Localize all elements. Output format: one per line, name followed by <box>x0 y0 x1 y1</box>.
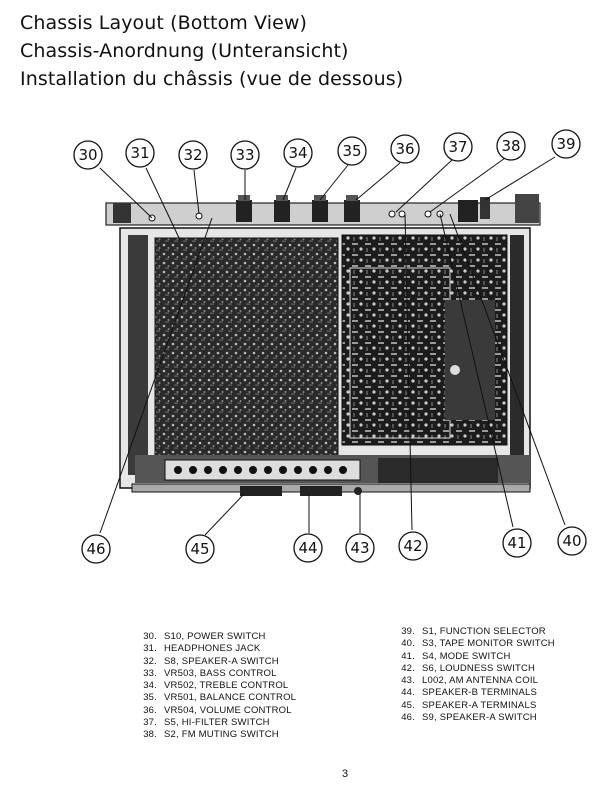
svg-text:30: 30 <box>78 146 97 164</box>
svg-text:43: 43 <box>350 539 369 557</box>
callout-33: 33 <box>230 140 260 170</box>
legend-right: 39.S1, FUNCTION SELECTOR 40.S3, TAPE MON… <box>394 626 555 724</box>
svg-text:36: 36 <box>395 140 414 158</box>
legend-item: 35.VR501, BALANCE CONTROL <box>143 692 297 704</box>
callout-42: 42 <box>398 531 428 561</box>
callouts-bottom: 46 45 44 43 42 41 40 <box>81 526 587 564</box>
legend-item: 34.VR502, TREBLE CONTROL <box>143 680 289 692</box>
callout-37: 37 <box>443 132 473 162</box>
svg-text:46: 46 <box>86 540 105 558</box>
callout-45: 45 <box>185 534 215 564</box>
title-english: Chassis Layout (Bottom View) <box>20 12 308 34</box>
callout-44: 44 <box>293 533 323 563</box>
page-titles: Chassis Layout (Bottom View) Chassis-Ano… <box>20 9 403 93</box>
legend-item: 39.S1, FUNCTION SELECTOR <box>401 626 546 637</box>
svg-text:40: 40 <box>562 532 581 550</box>
svg-text:32: 32 <box>183 146 202 164</box>
svg-text:45: 45 <box>190 540 209 558</box>
legend-item: 30.S10, POWER SWITCH <box>143 631 266 642</box>
legend-item: 31.HEADPHONES JACK <box>143 643 261 655</box>
callout-39: 39 <box>551 129 581 159</box>
title-german: Chassis-Anordnung (Unteransicht) <box>20 40 349 62</box>
title-french: Installation du châssis (vue de dessous) <box>20 68 404 90</box>
legend-item: 38.S2, FM MUTING SWITCH <box>143 729 279 741</box>
callout-41: 41 <box>502 528 532 558</box>
legend-item: 36.VR504, VOLUME CONTROL <box>143 704 292 716</box>
legend-item: 33.VR503, BASS CONTROL <box>143 667 277 679</box>
svg-text:35: 35 <box>342 142 361 160</box>
legend-item: 41.S4, MODE SWITCH <box>401 650 511 662</box>
callout-31: 31 <box>125 138 155 168</box>
svg-text:39: 39 <box>556 135 575 153</box>
page-number: 3 <box>342 768 349 780</box>
svg-text:31: 31 <box>130 144 149 162</box>
legend-item: 44.SPEAKER-B TERMINALS <box>401 687 538 699</box>
svg-text:42: 42 <box>403 537 422 555</box>
svg-text:34: 34 <box>288 144 307 162</box>
svg-text:41: 41 <box>507 534 526 552</box>
legend-item: 40.S3, TAPE MONITOR SWITCH <box>401 638 555 650</box>
leader-lines <box>99 156 566 536</box>
callout-32: 32 <box>178 140 208 170</box>
legend-item: 46.S9, SPEAKER-A SWITCH <box>401 712 537 724</box>
callout-40: 40 <box>557 526 587 556</box>
callouts-top: 30 31 32 33 34 35 36 37 38 39 <box>73 129 581 170</box>
callout-30: 30 <box>73 140 103 170</box>
legend-item: 45.SPEAKER-A TERMINALS <box>401 699 537 711</box>
callout-34: 34 <box>283 138 313 168</box>
chassis-body <box>119 227 531 496</box>
legend-left: 30.S10, POWER SWITCH 31.HEADPHONES JACK … <box>136 631 296 742</box>
callout-38: 38 <box>496 131 526 161</box>
callout-43: 43 <box>345 533 375 563</box>
svg-text:37: 37 <box>448 138 467 156</box>
legend-item: 32.S8, SPEAKER-A SWITCH <box>143 655 279 667</box>
legend-item: 37.S5, HI-FILTER SWITCH <box>143 717 270 729</box>
svg-text:38: 38 <box>501 137 520 155</box>
legend-item: 43.L002, AM ANTENNA COIL <box>401 675 539 687</box>
svg-text:44: 44 <box>298 539 317 557</box>
callout-35: 35 <box>337 136 367 166</box>
svg-text:33: 33 <box>235 146 254 164</box>
legend-item: 42.S6, LOUDNESS SWITCH <box>401 662 536 674</box>
callout-36: 36 <box>390 134 420 164</box>
callout-46: 46 <box>81 534 111 564</box>
